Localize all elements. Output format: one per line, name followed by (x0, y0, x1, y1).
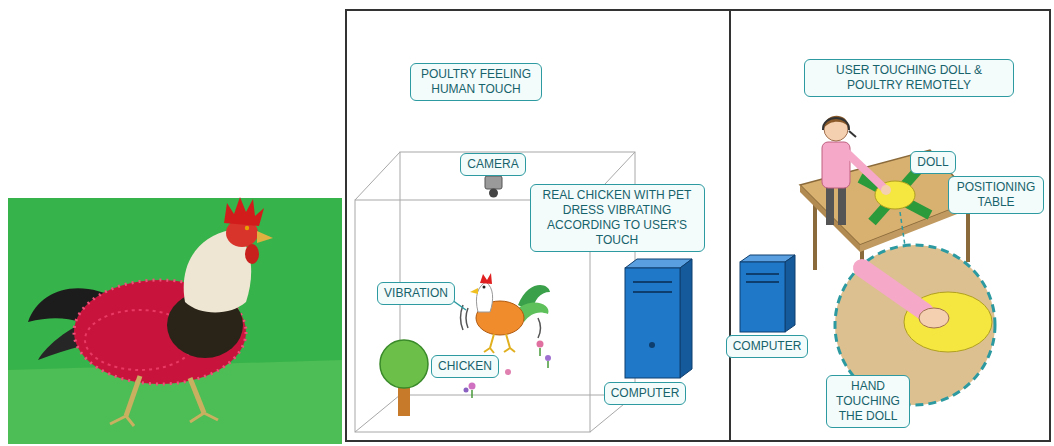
label-text: CAMERA (467, 157, 518, 172)
label-box: USER TOUCHING DOLL & POULTRY REMOTELY (804, 59, 1014, 97)
label-box: HAND TOUCHING THE DOLL (826, 375, 910, 428)
label-box: REAL CHICKEN WITH PET DRESS VIBRATING AC… (530, 184, 705, 252)
label-text: REAL CHICKEN WITH PET DRESS VIBRATING AC… (537, 188, 698, 248)
zoom-leader (900, 212, 905, 246)
label-text: CHICKEN (438, 359, 492, 374)
computer-tower (740, 255, 795, 332)
label-box: COMPUTER (726, 335, 809, 358)
label-text: HAND TOUCHING THE DOLL (833, 379, 903, 424)
camera-icon (485, 176, 502, 198)
label-box: POSITIONING TABLE (948, 176, 1044, 214)
label-box: VIBRATION (377, 282, 455, 305)
label-box: COMPUTER (604, 382, 687, 405)
label-text: POSITIONING TABLE (955, 180, 1037, 210)
label-text: VIBRATION (384, 286, 448, 301)
label-box: CAMERA (460, 153, 525, 176)
rooster-photo (8, 197, 342, 444)
label-box: CHICKEN (431, 355, 499, 378)
label-text: POULTRY FEELING HUMAN TOUCH (417, 67, 535, 97)
computer-tower (625, 259, 692, 378)
label-box: POULTRY FEELING HUMAN TOUCH (410, 63, 542, 101)
cartoon-chicken (461, 273, 551, 353)
label-box: DOLL (910, 151, 955, 174)
label-text: COMPUTER (611, 386, 680, 401)
tree (380, 340, 428, 416)
girl-figure (822, 116, 891, 225)
label-text: USER TOUCHING DOLL & POULTRY REMOTELY (811, 63, 1007, 93)
label-text: DOLL (917, 155, 948, 170)
label-text: COMPUTER (733, 339, 802, 354)
panel-frame (346, 10, 1050, 441)
